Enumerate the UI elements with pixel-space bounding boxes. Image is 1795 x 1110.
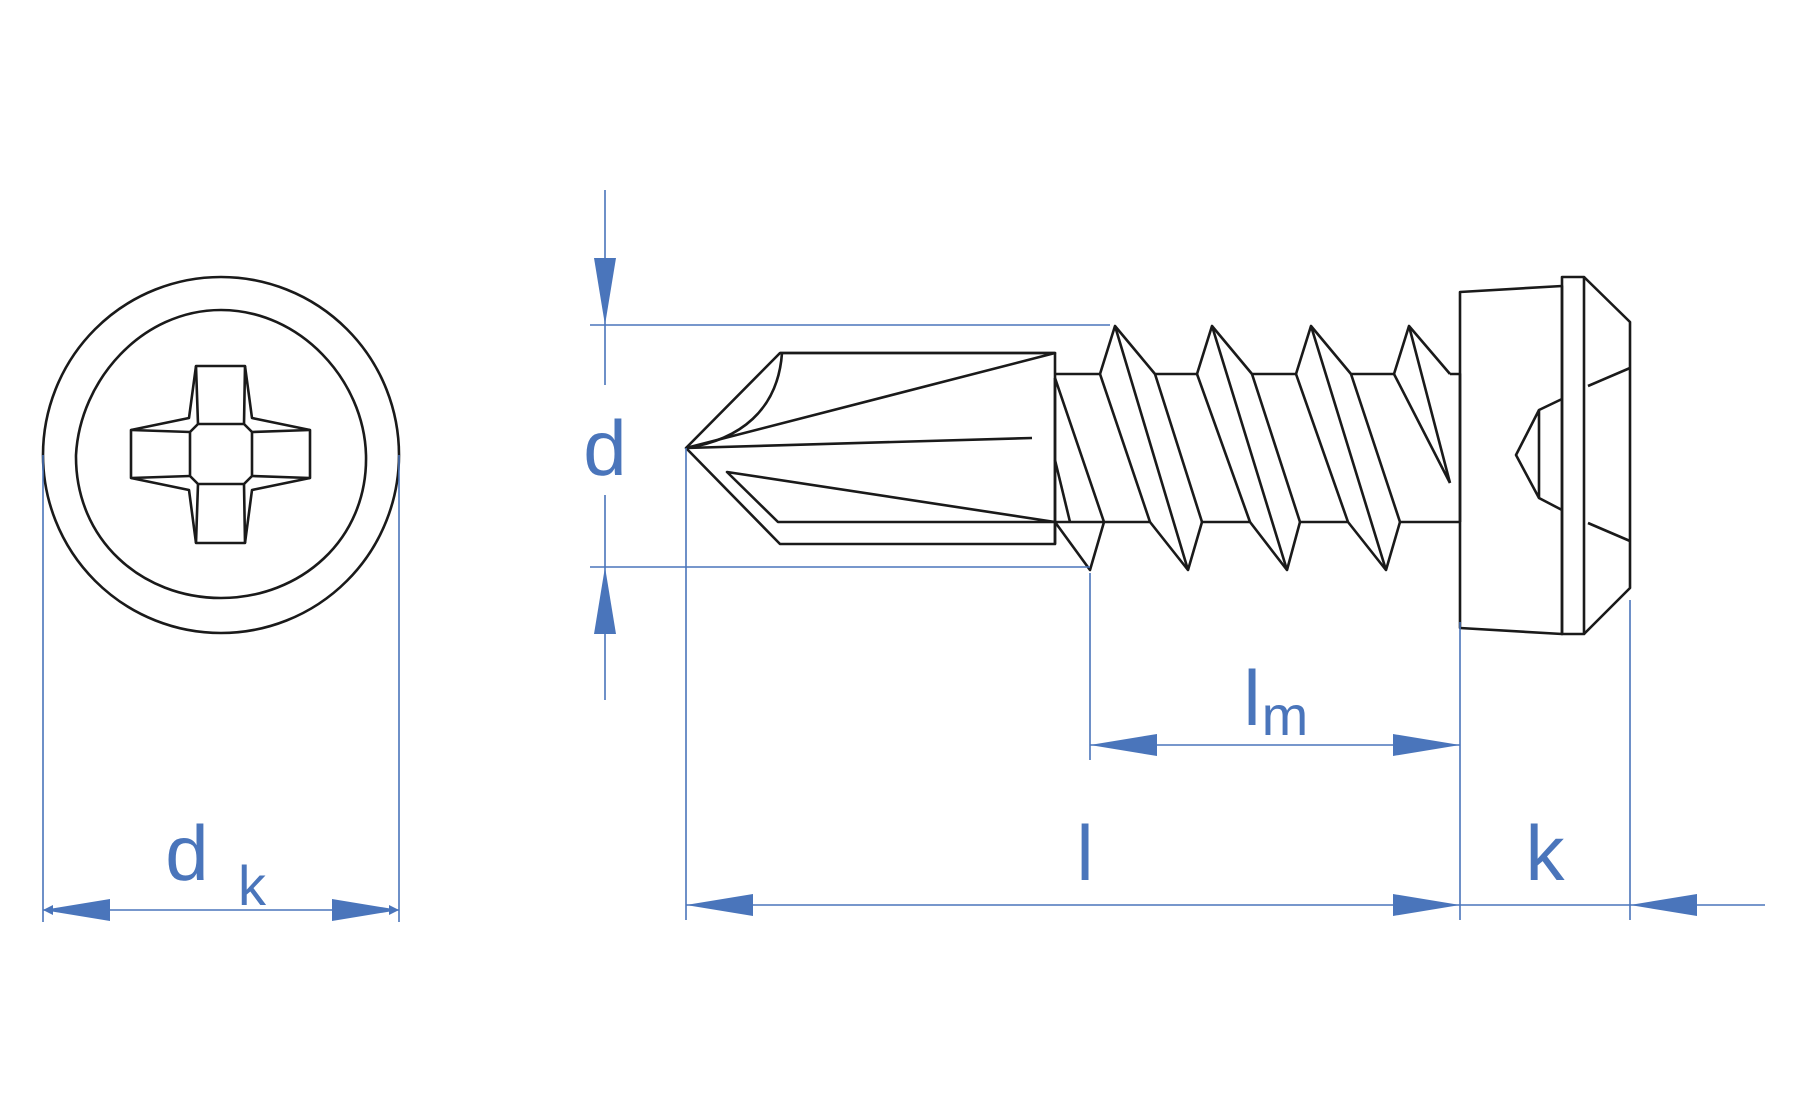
length-label: l — [1076, 809, 1093, 897]
head-top-view — [41, 275, 401, 635]
length-dimension — [685, 448, 1460, 920]
phillips-recess-icon — [129, 364, 312, 545]
screw-side-view — [684, 275, 1632, 636]
head-diameter-dimension — [42, 455, 400, 922]
head-height-label: k — [1526, 809, 1566, 897]
recess-center — [188, 422, 254, 486]
length-arrows — [686, 894, 1460, 916]
thread — [1053, 324, 1462, 572]
thread-diameter-arrows — [594, 258, 616, 634]
thread-length-label: l — [1243, 654, 1260, 742]
head-inner-rim — [74, 308, 368, 600]
thread-length-arrows — [1090, 734, 1460, 756]
thread-diameter-label: d — [583, 404, 626, 492]
head-outer-circle — [41, 275, 401, 635]
thread-diameter-dimension — [590, 190, 1110, 700]
thread-length-subscript: m — [1262, 684, 1309, 747]
head-height-dimension — [1460, 600, 1765, 920]
head-diameter-label: d — [165, 809, 208, 897]
screw-head-side — [1458, 275, 1632, 636]
head-diameter-subscript: k — [238, 854, 267, 917]
drill-point — [684, 351, 1057, 546]
head-height-arrows — [1630, 894, 1697, 916]
recess-side-icon — [1514, 366, 1631, 543]
head-diameter-arrows — [43, 899, 399, 921]
